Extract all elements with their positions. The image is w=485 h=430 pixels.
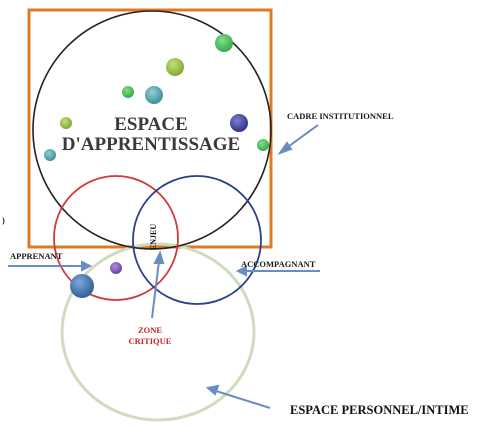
lime-dot xyxy=(166,58,184,76)
espace-apprentissage-label-line2: D'APPRENTISSAGE xyxy=(62,134,240,155)
green-dot xyxy=(257,139,269,151)
teal-dot xyxy=(145,86,163,104)
purple-dot xyxy=(110,262,122,274)
espace-personnel-arrowhead xyxy=(205,384,220,396)
zone-critique-label-line2: CRITIQUE xyxy=(129,336,172,346)
espace-personnel-arrow xyxy=(215,390,271,409)
lime-dot xyxy=(60,117,72,129)
zone-arrow xyxy=(151,260,160,319)
espace-apprentissage-label-line1: ESPACE xyxy=(114,114,188,135)
apprenant-label: APPRENANT xyxy=(10,251,63,261)
blue-dot xyxy=(70,274,94,298)
accompagnant-label: ACCOMPAGNANT xyxy=(241,259,316,269)
navy-dot xyxy=(230,114,248,132)
green-dot xyxy=(215,34,233,52)
cadre-institutionnel-label: CADRE INSTITUTIONNEL xyxy=(287,111,394,121)
teal-dot xyxy=(44,149,56,161)
accompagnant-circle xyxy=(132,175,262,305)
enjeu-label: ENJEU xyxy=(149,224,158,250)
cadre-arrow xyxy=(284,124,319,150)
cadre-arrowhead xyxy=(277,141,293,156)
green-dot xyxy=(122,86,134,98)
arrows xyxy=(8,124,320,409)
zone-critique-label-line1: ZONE xyxy=(138,325,162,335)
espace-apprentissage-circle xyxy=(32,10,272,250)
edge-mark: ) xyxy=(2,215,5,225)
espace-personnel-circle xyxy=(60,242,256,422)
espace-personnel-label: ESPACE PERSONNEL/INTIME xyxy=(290,403,469,417)
accompagnant-arrowhead xyxy=(235,265,247,277)
apprenant-circle xyxy=(53,175,179,301)
apprenant-arrowhead xyxy=(81,260,93,272)
zone-arrowhead xyxy=(153,250,165,264)
